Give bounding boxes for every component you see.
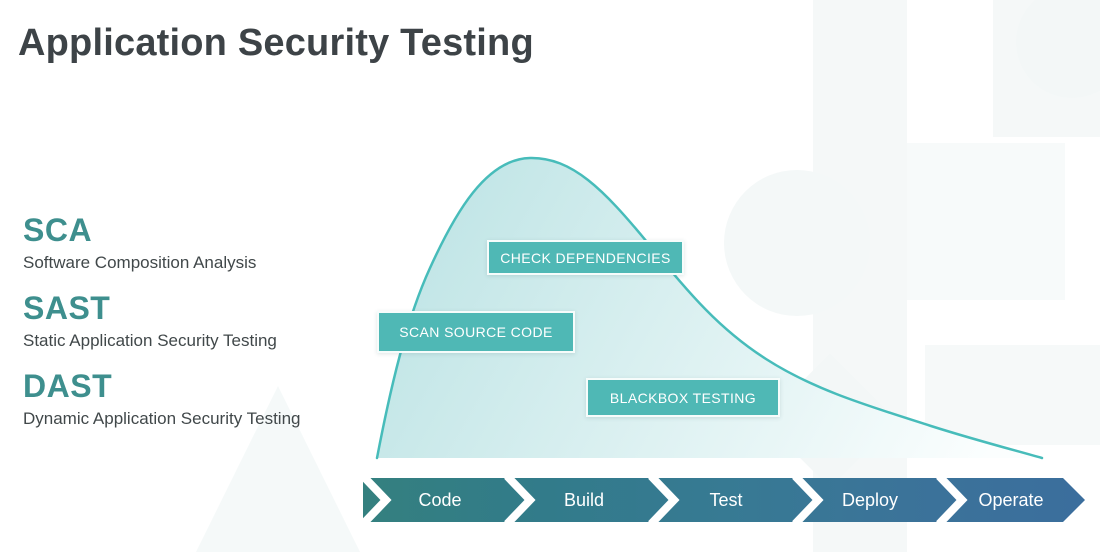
annotation-label-scan-source-code: SCAN SOURCE CODE xyxy=(399,324,553,340)
legend-item-sast: SAST Static Application Security Testing xyxy=(23,289,301,351)
stage-separator-chevron-3 xyxy=(792,473,824,527)
stage-label-operate: Operate xyxy=(978,490,1043,510)
watermark-triangle xyxy=(196,386,360,552)
coverage-curve-fill xyxy=(377,157,1042,458)
annotation-box-scan-source-code: SCAN SOURCE CODE xyxy=(377,311,575,353)
annotation-label-check-dependencies: CHECK DEPENDENCIES xyxy=(500,249,671,266)
legend-acronym-dast: DAST xyxy=(23,367,113,404)
stage-separator-chevron-start xyxy=(360,473,392,527)
stage-separator-chevron-4 xyxy=(936,473,968,527)
legend-item-dast: DAST Dynamic Application Security Testin… xyxy=(23,367,301,429)
annotation-box-blackbox-testing: BLACKBOX TESTING xyxy=(586,378,780,417)
stage-separator-chevron-2 xyxy=(648,473,680,527)
watermark-circle-middle xyxy=(724,170,870,316)
coverage-curve-line xyxy=(375,156,1044,460)
watermark-rect-lower-right xyxy=(925,345,1100,445)
stage-label-build: Build xyxy=(564,490,604,510)
annotation-box-check-dependencies: CHECK DEPENDENCIES xyxy=(487,240,684,275)
legend: SCA Software Composition Analysis SAST S… xyxy=(23,212,301,448)
watermark-rect-middle-right xyxy=(907,143,1065,300)
watermark-circle-top-right xyxy=(1016,0,1100,98)
legend-description-sca: Software Composition Analysis xyxy=(23,252,257,272)
pipeline-band xyxy=(363,478,1085,522)
legend-description-dast: Dynamic Application Security Testing xyxy=(23,408,301,428)
stage-label-code: Code xyxy=(418,490,461,510)
stage-label-deploy: Deploy xyxy=(842,490,898,510)
page-title: Application Security Testing xyxy=(18,22,534,64)
legend-acronym-sast: SAST xyxy=(23,289,111,326)
stage-label-test: Test xyxy=(709,490,742,510)
legend-item-sca: SCA Software Composition Analysis xyxy=(23,212,301,273)
legend-description-sast: Static Application Security Testing xyxy=(23,330,277,350)
annotation-label-blackbox-testing: BLACKBOX TESTING xyxy=(609,389,757,406)
legend-acronym-sca: SCA xyxy=(23,212,93,248)
stage-separator-chevron-1 xyxy=(504,473,536,527)
